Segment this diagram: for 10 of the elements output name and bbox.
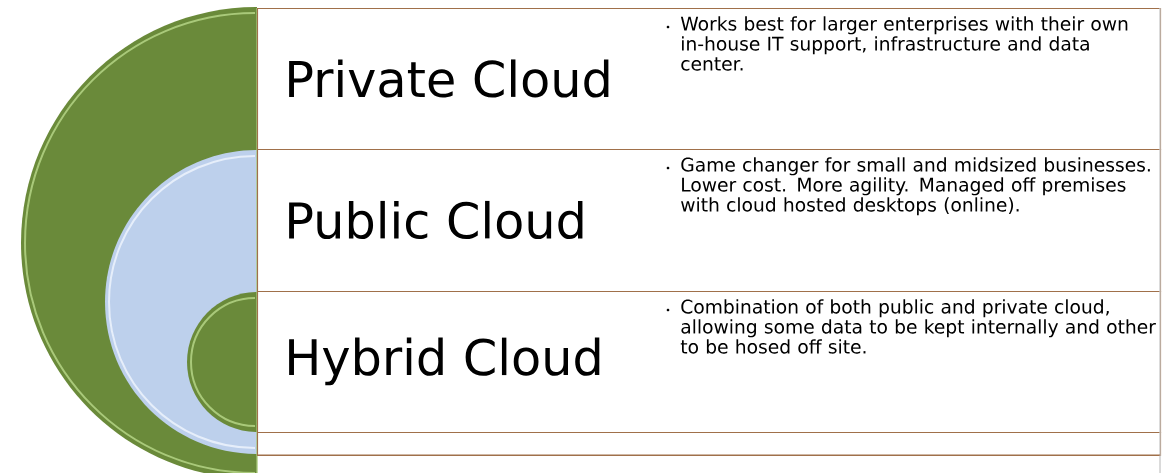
row-box: [257, 149, 1162, 293]
description: Combination of both public and private cloud, allowing some data to be kept internally and other to be hosed off site.: [680, 299, 1156, 354]
heading: Private Cloud: [289, 59, 609, 98]
description: Game changer for small and midsized businesses. Lower cost. More agility. Managed off premises with cloud hosted desktops (online).: [681, 157, 1150, 216]
row-box: [257, 291, 1162, 434]
heading: Hybrid Cloud: [289, 337, 600, 386]
description: Works best for larger enterprises with their own in-house IT support, infrastructure and data center.: [680, 16, 1128, 71]
empty-row: [257, 432, 1162, 457]
heading: Public Cloud: [289, 200, 583, 240]
row-box: [257, 8, 1162, 151]
